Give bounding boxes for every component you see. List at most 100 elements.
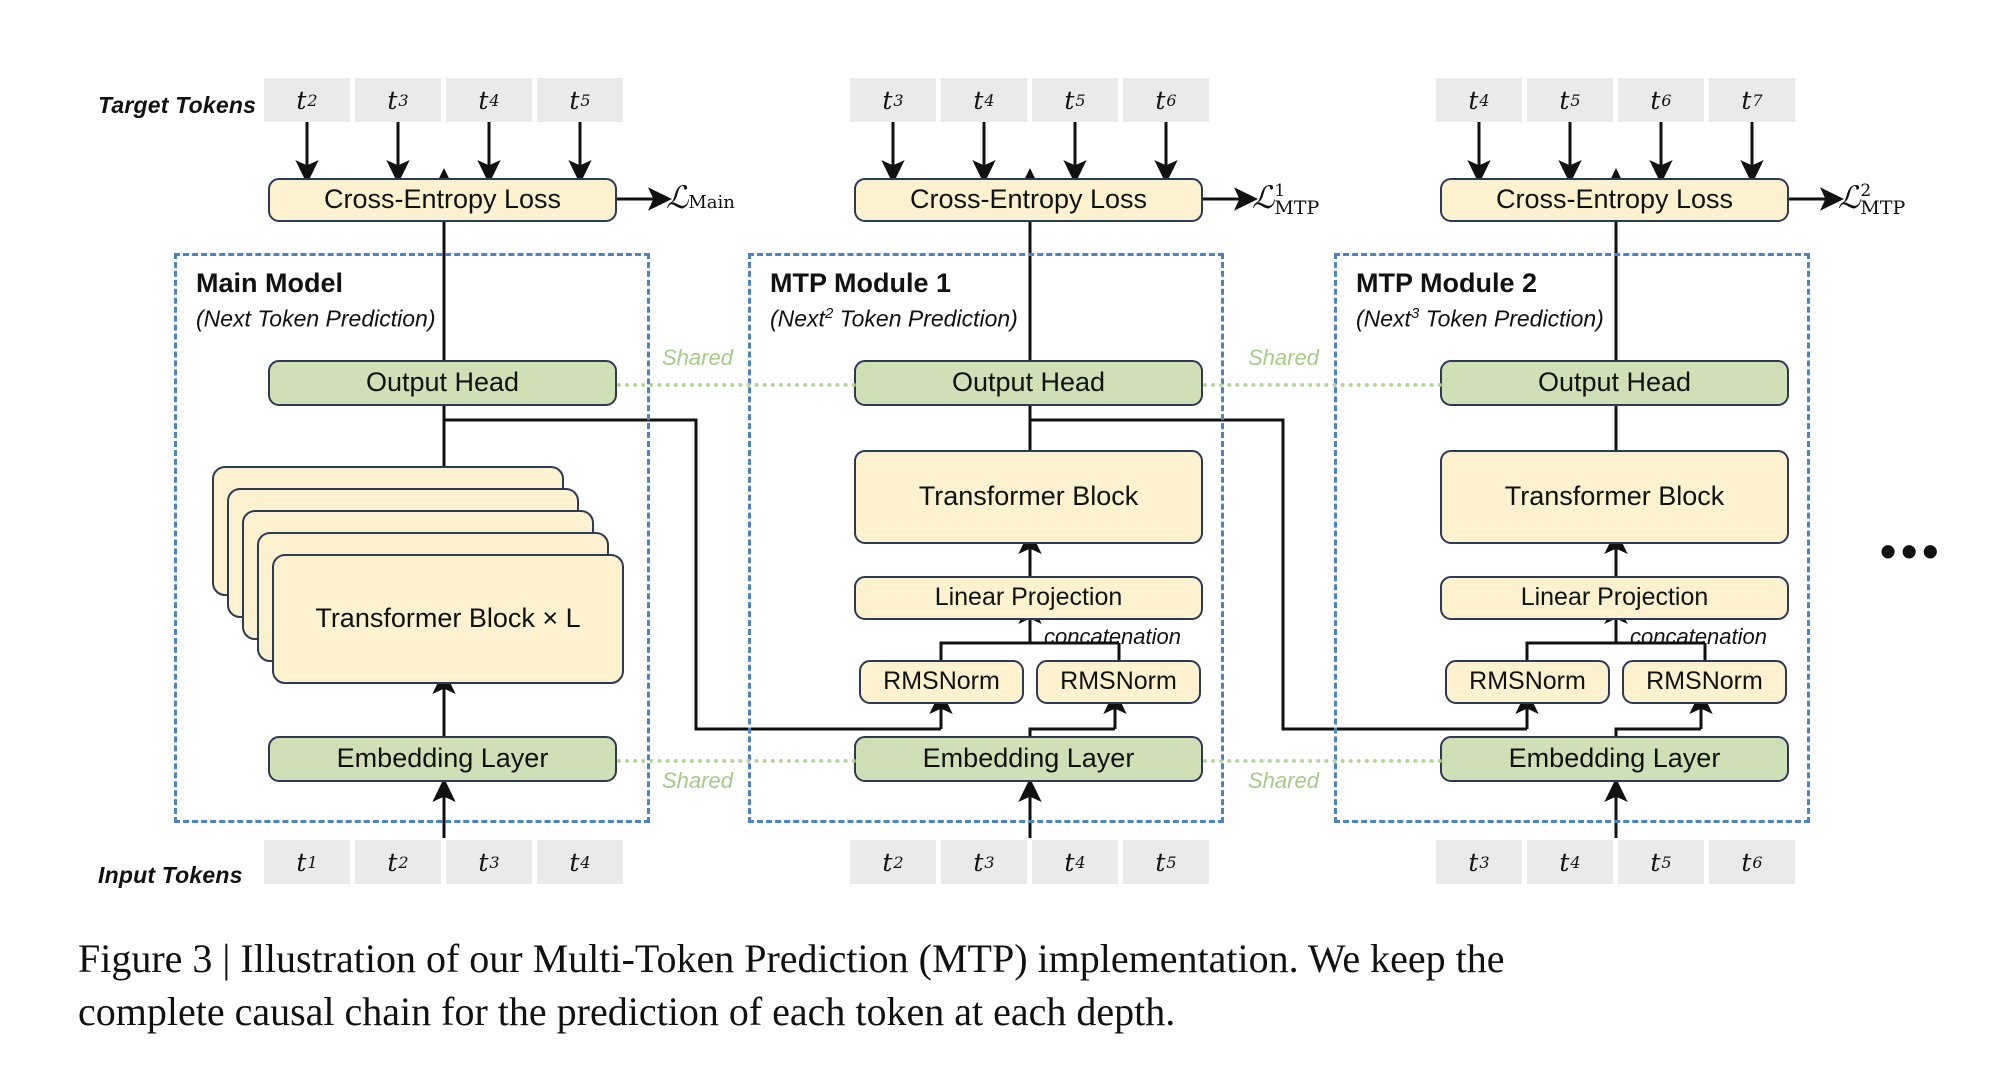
- token-subscript: 2: [307, 90, 318, 110]
- module-subtitle-mtp1-pre: (Next: [770, 305, 825, 332]
- module-subtitle-mtp1-post: Token Prediction): [833, 305, 1018, 332]
- token-base: t: [882, 847, 893, 877]
- embedding-layer-main: Embedding Layer: [268, 736, 617, 782]
- output-head-mtp2: Output Head: [1440, 360, 1789, 406]
- cross-entropy-loss-main: Cross-Entropy Loss: [268, 178, 617, 222]
- shared-embedding-label-1: Shared: [662, 768, 733, 793]
- token-base: t: [569, 847, 580, 877]
- token-subscript: 3: [489, 852, 500, 872]
- token-subscript: 6: [1166, 90, 1177, 110]
- token-subscript: 3: [984, 852, 995, 872]
- figure-caption-line-1: Figure 3 | Illustration of our Multi-Tok…: [78, 936, 1505, 981]
- token-base: t: [387, 847, 398, 877]
- embedding-layer-mtp2: Embedding Layer: [1440, 736, 1789, 782]
- token-base: t: [1559, 847, 1570, 877]
- loss-subscript: MTP: [1274, 197, 1320, 219]
- token-subscript: 2: [893, 852, 904, 872]
- token-base: t: [1559, 85, 1570, 115]
- token-subscript: 5: [1075, 90, 1086, 110]
- transformer-block-mtp2: Transformer Block: [1440, 450, 1789, 544]
- cross-entropy-loss-mtp2: Cross-Entropy Loss: [1440, 178, 1789, 222]
- target-tokens-row-label: Target Tokens: [98, 92, 257, 118]
- token-subscript: 2: [398, 852, 409, 872]
- token-subscript: 4: [1570, 852, 1581, 872]
- module-frame-mtp1: [748, 253, 1224, 823]
- module-subtitle-main-post: Token Prediction): [250, 305, 436, 332]
- token-base: t: [1650, 85, 1661, 115]
- rmsnorm-left-mtp1: RMSNorm: [859, 660, 1024, 704]
- output-head-main: Output Head: [268, 360, 617, 406]
- token-base: t: [296, 85, 307, 115]
- token-subscript: 1: [307, 852, 318, 872]
- token-base: t: [1741, 85, 1752, 115]
- token-base: t: [1064, 847, 1075, 877]
- token-base: t: [882, 85, 893, 115]
- module-title-mtp1: MTP Module 1: [770, 268, 952, 298]
- token-subscript: 3: [1479, 852, 1490, 872]
- token-subscript: 3: [398, 90, 409, 110]
- token-subscript: 6: [1752, 852, 1763, 872]
- shared-output-head-label-1: Shared: [662, 345, 733, 370]
- token-base: t: [478, 85, 489, 115]
- token-subscript: 5: [1570, 90, 1581, 110]
- linear-projection-mtp1: Linear Projection: [854, 576, 1203, 620]
- figure-caption-line-2: complete causal chain for the prediction…: [78, 989, 1176, 1035]
- module-subtitle-mtp2-sup: 3: [1410, 305, 1420, 322]
- token-base: t: [478, 847, 489, 877]
- token-base: t: [1468, 847, 1479, 877]
- token-subscript: 5: [580, 90, 591, 110]
- module-frame-main: [174, 253, 650, 823]
- module-title-mtp2: MTP Module 2: [1356, 268, 1538, 298]
- concatenation-label-mtp1: concatenation: [1044, 624, 1181, 649]
- token-subscript: 5: [1166, 852, 1177, 872]
- token-subscript: 7: [1752, 90, 1763, 110]
- token-base: t: [1741, 847, 1752, 877]
- module-subtitle-mtp1-sup: 2: [824, 305, 834, 322]
- token-base: t: [1650, 847, 1661, 877]
- module-frame-mtp2: [1334, 253, 1810, 823]
- loss-subscript: Main: [688, 192, 735, 213]
- module-title-main: Main Model: [196, 268, 343, 298]
- loss-label-main: ℒMain: [666, 180, 735, 216]
- loss-superscript: 1: [1274, 180, 1286, 201]
- input-tokens-row-label: Input Tokens: [98, 862, 243, 888]
- shared-output-head-label-2: Shared: [1248, 345, 1319, 370]
- rmsnorm-left-mtp2: RMSNorm: [1445, 660, 1610, 704]
- embedding-layer-mtp1: Embedding Layer: [854, 736, 1203, 782]
- token-base: t: [1468, 85, 1479, 115]
- module-subtitle-mtp2-post: Token Prediction): [1419, 305, 1604, 332]
- module-subtitle-mtp1: (Next2 Token Prediction): [770, 305, 1018, 333]
- token-base: t: [296, 847, 307, 877]
- loss-symbol: ℒ: [1838, 180, 1861, 216]
- loss-subscript: MTP: [1860, 197, 1906, 219]
- token-base: t: [973, 847, 984, 877]
- transformer-block-mtp1: Transformer Block: [854, 450, 1203, 544]
- token-subscript: 4: [984, 90, 995, 110]
- module-subtitle-main: (Next Token Prediction): [196, 305, 435, 333]
- rmsnorm-right-mtp1: RMSNorm: [1036, 660, 1201, 704]
- token-subscript: 3: [893, 90, 904, 110]
- output-head-mtp1: Output Head: [854, 360, 1203, 406]
- token-base: t: [1064, 85, 1075, 115]
- shared-output-head-line-1: [617, 383, 856, 387]
- token-subscript: 4: [1075, 852, 1086, 872]
